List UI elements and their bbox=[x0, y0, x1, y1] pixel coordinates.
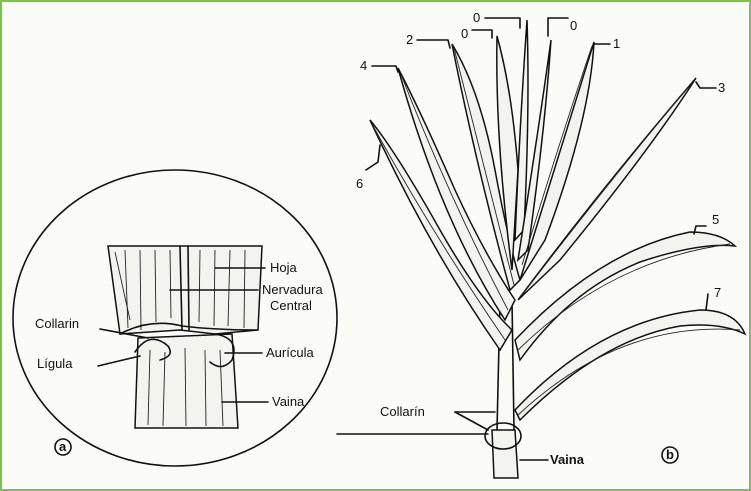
panel-a-tag: a bbox=[59, 439, 67, 454]
leaf-1 bbox=[520, 42, 594, 280]
label-hoja: Hoja bbox=[270, 260, 298, 275]
leaf-number-7: 7 bbox=[714, 285, 721, 300]
label-auricula: Aurícula bbox=[266, 345, 314, 360]
label-nervadura-2: Central bbox=[270, 298, 312, 313]
label-vaina-b: Vaina bbox=[550, 452, 585, 467]
leaf-number-4: 4 bbox=[360, 58, 367, 73]
leaf-number-2: 2 bbox=[406, 32, 413, 47]
leaf-number-0-right: 0 bbox=[570, 18, 577, 33]
leaf-number-5: 5 bbox=[712, 212, 719, 227]
panel-b: 0 0 0 1 2 3 4 5 6 7 Collarín Vaina b bbox=[356, 10, 745, 478]
panel-a: Hoja Nervadura Central Collarin Lígula A… bbox=[13, 170, 337, 466]
label-vaina-a: Vaina bbox=[272, 394, 305, 409]
panel-b-tag: b bbox=[666, 447, 674, 462]
leaf-number-3: 3 bbox=[718, 80, 725, 95]
label-ligula: Lígula bbox=[37, 356, 73, 371]
leaf-number-0-top: 0 bbox=[473, 10, 480, 25]
label-collarin-b: Collarín bbox=[380, 404, 425, 419]
leaf-number-0-left: 0 bbox=[461, 26, 468, 41]
stalk bbox=[492, 430, 518, 478]
leaf-number-6: 6 bbox=[356, 176, 363, 191]
label-collarin-a: Collarin bbox=[35, 316, 79, 331]
leaf-7 bbox=[515, 310, 745, 420]
leaf-number-1: 1 bbox=[613, 36, 620, 51]
label-nervadura-1: Nervadura bbox=[262, 282, 323, 297]
